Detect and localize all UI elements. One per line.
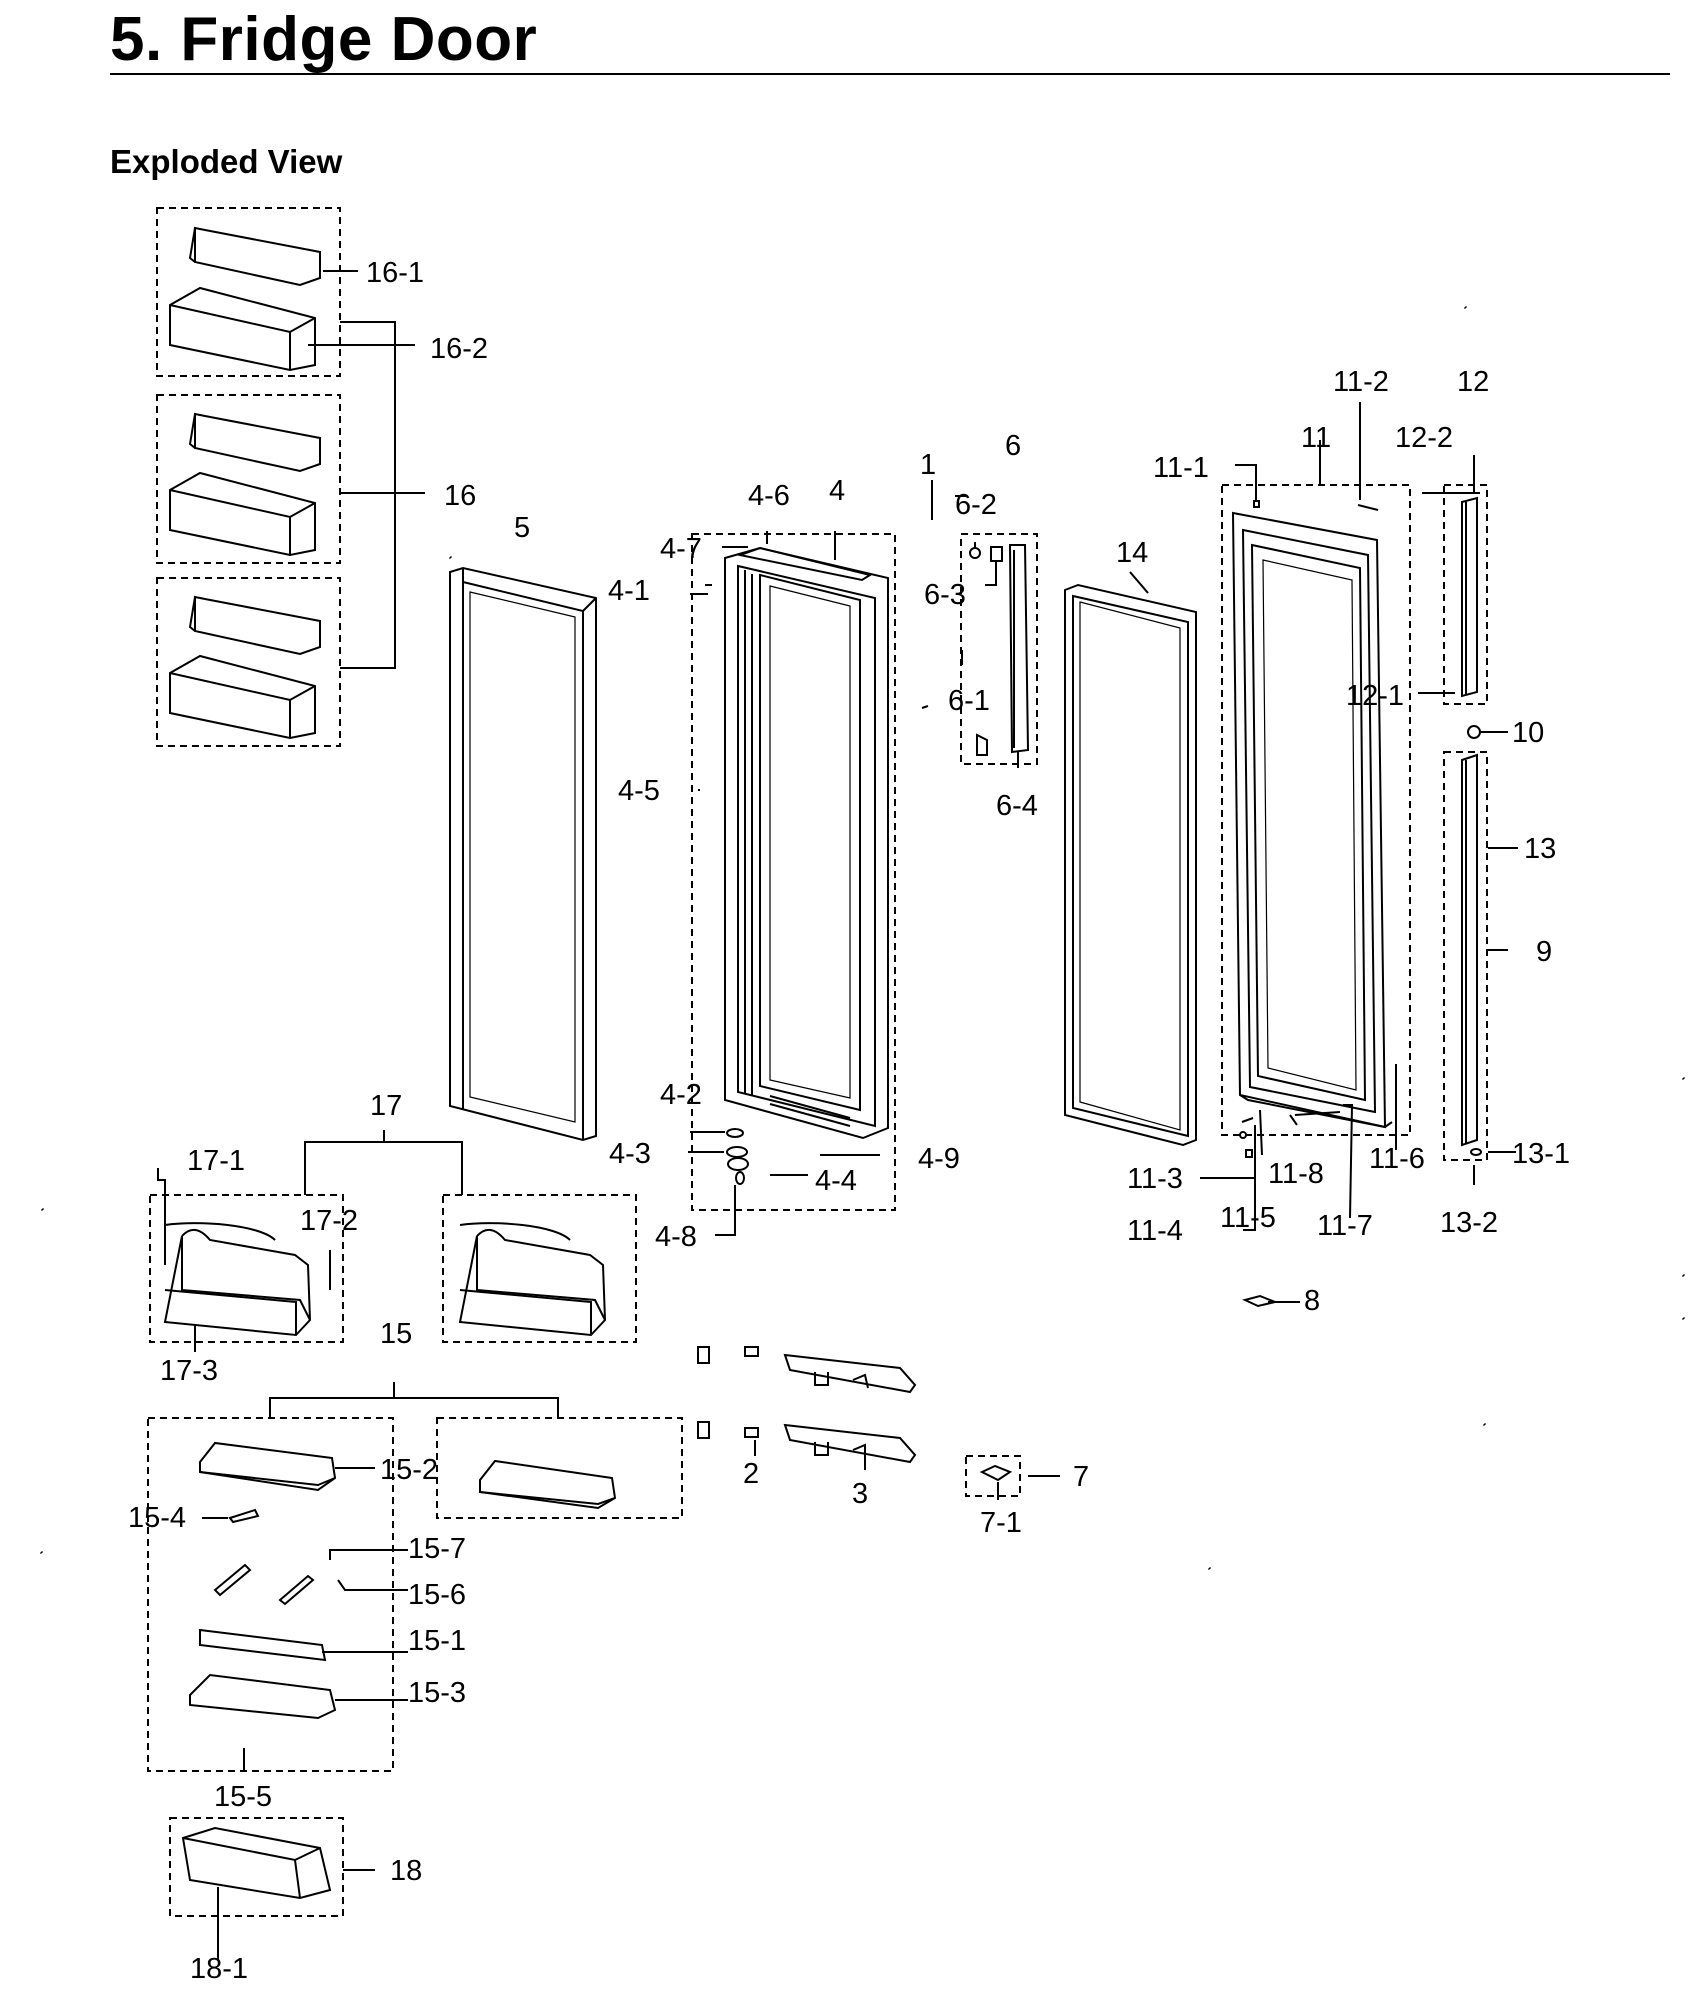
callout-5: 5 xyxy=(514,512,530,544)
door-panel-5 xyxy=(449,566,597,1142)
callout-15-2: 15-2 xyxy=(380,1454,438,1486)
callout-11-6: 11-6 xyxy=(1369,1143,1425,1175)
callout-12-1: 12-1 xyxy=(1346,680,1404,712)
callout-11-4: 11-4 xyxy=(1127,1215,1183,1247)
callout-15-1: 15-1 xyxy=(408,1625,466,1657)
part-7 xyxy=(965,1455,1060,1500)
callout-12-2: 12-2 xyxy=(1395,422,1453,454)
callout-6-2: 6-2 xyxy=(955,489,997,521)
callout-4-2: 4-2 xyxy=(660,1079,702,1111)
callout-16: 16 xyxy=(444,480,476,512)
callout-16-2: 16-2 xyxy=(430,333,488,365)
handle-assembly-6 xyxy=(921,495,1038,768)
callout-17-1: 17-1 xyxy=(187,1145,245,1177)
side-trims-12-13 xyxy=(1418,455,1518,1185)
callout-11-8: 11-8 xyxy=(1268,1158,1324,1190)
callout-13-2: 13-2 xyxy=(1440,1207,1498,1239)
callout-1: 1 xyxy=(920,449,936,481)
callout-11-5: 11-5 xyxy=(1220,1202,1276,1234)
callout-11-3: 11-3 xyxy=(1127,1163,1183,1195)
callout-6-3: 6-3 xyxy=(924,579,966,611)
callout-12: 12 xyxy=(1457,366,1489,398)
callout-4-4: 4-4 xyxy=(815,1165,857,1197)
callout-13: 13 xyxy=(1524,833,1556,865)
callout-18-1: 18-1 xyxy=(190,1953,248,1985)
callout-17-3: 17-3 xyxy=(160,1355,218,1387)
page-title: 5. Fridge Door xyxy=(110,5,538,74)
callout-4-6: 4-6 xyxy=(748,480,790,512)
callout-4: 4 xyxy=(829,475,845,507)
title-rule xyxy=(110,73,1670,75)
callout-14: 14 xyxy=(1116,537,1148,569)
callout-13-1: 13-1 xyxy=(1512,1138,1570,1170)
callout-11-7: 11-7 xyxy=(1317,1210,1373,1242)
callout-15-7: 15-7 xyxy=(408,1533,466,1565)
bin-group-16 xyxy=(156,207,425,747)
callout-4-9: 4-9 xyxy=(918,1143,960,1175)
callout-15-5: 15-5 xyxy=(214,1781,272,1813)
callout-4-5: 4-5 xyxy=(618,775,660,807)
door-gasket-14 xyxy=(1064,571,1197,1147)
bin-tray-part xyxy=(169,286,316,740)
callout-18: 18 xyxy=(390,1855,422,1887)
callout-10: 10 xyxy=(1512,717,1544,749)
callout-4-1: 4-1 xyxy=(608,575,650,607)
door-frame-4 xyxy=(688,480,933,1236)
callout-15-3: 15-3 xyxy=(408,1677,466,1709)
callout-4-8: 4-8 xyxy=(655,1221,697,1253)
callout-17: 17 xyxy=(370,1090,402,1122)
callout-17-2: 17-2 xyxy=(300,1205,358,1237)
hinge-parts-2-3 xyxy=(697,1346,917,1470)
callout-2: 2 xyxy=(743,1458,759,1490)
callout-6-4: 6-4 xyxy=(996,790,1038,822)
bin-cover-part xyxy=(188,226,321,656)
callout-11-1: 11-1 xyxy=(1153,452,1209,484)
callout-15-6: 15-6 xyxy=(408,1579,466,1611)
callout-4-7: 4-7 xyxy=(660,533,702,565)
scan-dust xyxy=(39,305,1686,1571)
callout-9: 9 xyxy=(1536,936,1552,968)
callout-7-1: 7-1 xyxy=(980,1507,1022,1539)
callout-15-4: 15-4 xyxy=(128,1502,186,1534)
callout-16-1: 16-1 xyxy=(366,257,424,289)
bottom-bin-18 xyxy=(169,1817,375,1960)
callout-11: 11 xyxy=(1301,422,1331,454)
part-8 xyxy=(1242,1294,1300,1308)
callout-6-1: 6-1 xyxy=(948,685,990,717)
shelf-group-15 xyxy=(147,1382,683,1772)
callout-3: 3 xyxy=(852,1478,868,1510)
callout-7: 7 xyxy=(1073,1461,1089,1493)
callout-4-3: 4-3 xyxy=(609,1138,651,1170)
callout-8: 8 xyxy=(1304,1285,1320,1317)
callout-6: 6 xyxy=(1005,430,1021,462)
guard-bins-17 xyxy=(149,1130,637,1352)
callout-15: 15 xyxy=(380,1318,412,1350)
door-liner-11 xyxy=(1200,402,1411,1231)
section-subtitle: Exploded View xyxy=(110,143,343,180)
callout-11-2: 11-2 xyxy=(1333,366,1389,398)
